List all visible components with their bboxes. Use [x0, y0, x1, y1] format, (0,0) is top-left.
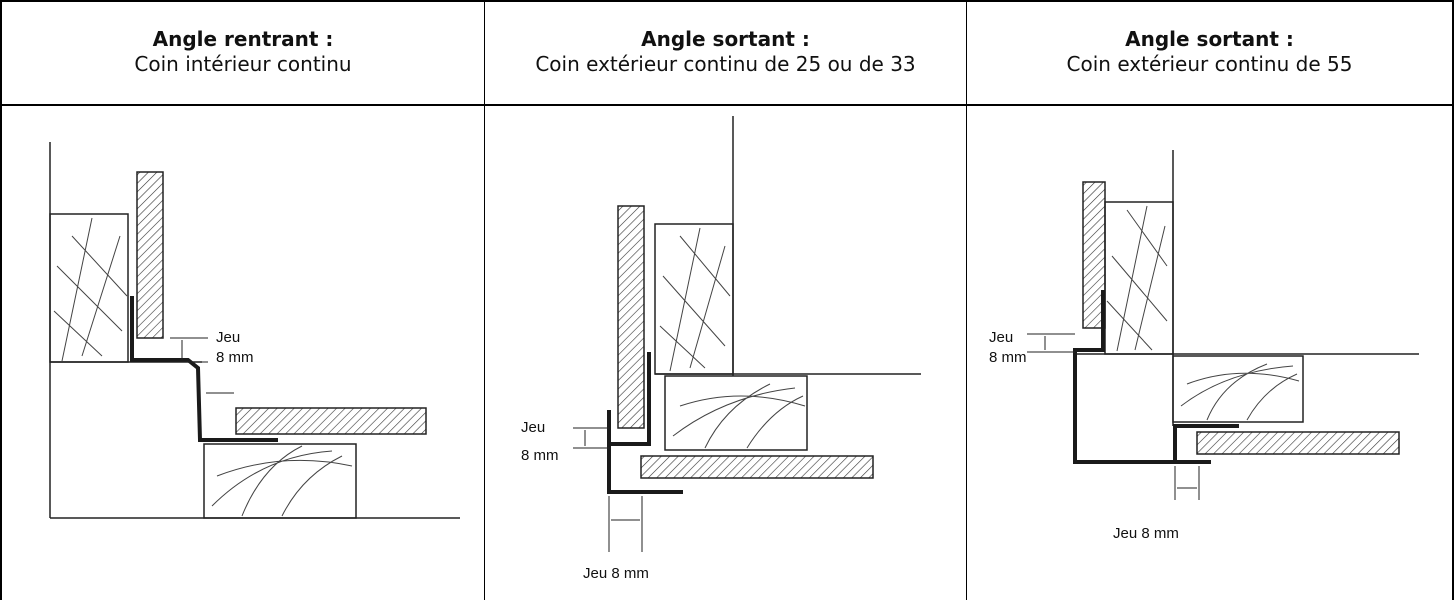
header-cell-2: Angle sortant : Coin extérieur continu d…: [485, 0, 966, 104]
wood-block: [1104, 201, 1174, 355]
gap-label: Jeu: [216, 329, 240, 346]
table-border-left: [0, 0, 2, 600]
table-border-top: [0, 0, 1454, 2]
column-title: Angle sortant :: [1125, 27, 1294, 51]
wood-block: [49, 213, 129, 363]
corner-profile: [130, 296, 278, 442]
hatched-panel: [617, 205, 645, 429]
hatched-panel: [1082, 181, 1106, 329]
column-divider-1: [484, 0, 485, 600]
bottom-gap-label: Jeu 8 mm: [1113, 525, 1179, 542]
inside-corner-diagram: Jeu 8 mm: [49, 142, 460, 519]
header-cell-1: Angle rentrant : Coin intérieur continu: [2, 0, 484, 104]
column-title: Angle rentrant :: [152, 27, 334, 51]
gap-value: 8 mm: [989, 349, 1027, 366]
hatched-panel: [235, 407, 427, 435]
hatched-panel: [136, 171, 164, 339]
wood-block: [664, 375, 808, 451]
bottom-gap-label: Jeu 8 mm: [583, 565, 649, 582]
column-subtitle: Coin extérieur continu de 25 ou de 33: [535, 52, 916, 76]
diagram-panel-3: Jeu 8 mm Jeu 8 mm: [967, 106, 1452, 600]
header-divider: [0, 104, 1454, 106]
gap-value: 8 mm: [216, 349, 254, 366]
outside-corner-diagram-55: Jeu 8 mm Jeu 8 mm: [989, 150, 1419, 542]
hatched-panel: [640, 455, 874, 479]
gap-label: Jeu: [989, 329, 1013, 346]
column-subtitle: Coin intérieur continu: [134, 52, 352, 76]
gap-value: 8 mm: [521, 447, 559, 464]
column-subtitle: Coin extérieur continu de 55: [1066, 52, 1353, 76]
wood-block: [203, 443, 357, 519]
wood-block: [1172, 355, 1304, 423]
outside-corner-diagram-25-33: Jeu 8 mm Jeu 8 mm: [521, 116, 921, 582]
column-title: Angle sortant :: [641, 27, 810, 51]
hatched-panel: [1196, 431, 1400, 455]
corner-profile: [1073, 290, 1239, 464]
wood-block: [654, 223, 734, 375]
diagram-panel-1: Jeu 8 mm: [2, 106, 484, 600]
diagram-panel-2: Jeu 8 mm Jeu 8 mm: [485, 106, 966, 600]
header-cell-3: Angle sortant : Coin extérieur continu d…: [967, 0, 1452, 104]
gap-label: Jeu: [521, 419, 545, 436]
table-border-right: [1452, 0, 1454, 600]
corner-profile: [607, 352, 683, 494]
column-divider-2: [966, 0, 967, 600]
